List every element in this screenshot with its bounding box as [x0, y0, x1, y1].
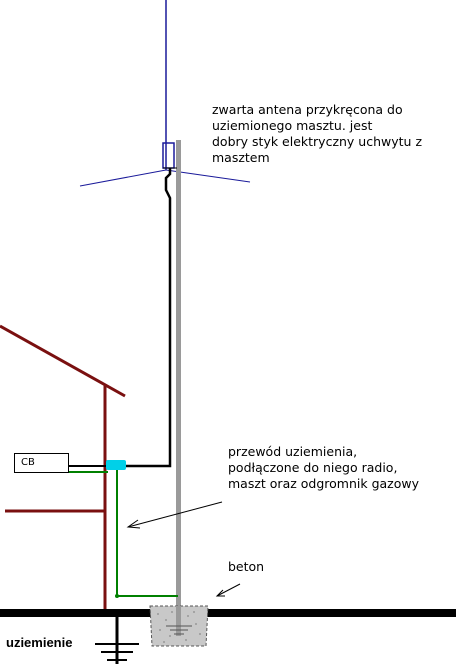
antenna-mount-clamp [162, 142, 175, 169]
antenna-note: zwarta antena przykręcona do uziemionego… [212, 102, 423, 165]
concrete-pointer-arrow [216, 583, 241, 597]
concrete-note: beton [228, 559, 265, 574]
ground-wire-junction [115, 594, 119, 598]
antenna-radial-left [79, 169, 167, 187]
cb-radio-box: CB [14, 453, 69, 473]
ground-wire-path [116, 470, 178, 597]
ground-wire-pointer-arrow [127, 501, 223, 528]
mast-ground-symbol [166, 625, 192, 635]
coax-cable [118, 168, 172, 468]
gas-arrester [106, 460, 126, 470]
mast-base [176, 606, 181, 636]
house-roof [0, 324, 126, 398]
concrete-arrowhead [215, 589, 225, 597]
house-ground-symbol [95, 643, 139, 661]
ground-label: uziemienie [6, 635, 73, 650]
ground-surface [0, 609, 456, 617]
ground-wire-arrowhead [126, 519, 141, 529]
cb-radio-label: CB [21, 457, 35, 468]
ground-wire-note: przewód uziemienia, podłączone do niego … [228, 444, 420, 491]
mast [176, 140, 181, 630]
